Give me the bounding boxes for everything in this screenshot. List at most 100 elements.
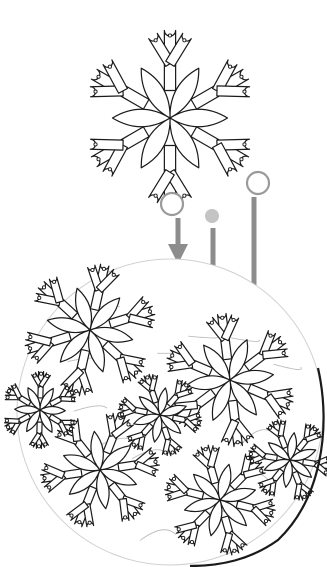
sphere-piece-pin-hole xyxy=(260,483,263,486)
sphere-piece-pin-hole xyxy=(74,390,77,393)
sphere-piece-pin-hole xyxy=(148,310,151,313)
sphere-piece-pin-hole xyxy=(154,460,157,463)
flat-piece-pin-hole xyxy=(228,168,231,171)
sphere-piece-pin-hole xyxy=(247,436,250,439)
sphere-piece-pin-hole xyxy=(124,516,127,519)
sphere-piece-pin-hole xyxy=(177,447,180,450)
sphere-piece-pin-hole xyxy=(139,361,142,364)
sphere-piece-pin-hole xyxy=(13,385,16,388)
sphere-piece-pin-hole xyxy=(196,414,199,417)
sphere-piece-pin-hole xyxy=(233,549,236,552)
sphere-piece-pin-hole xyxy=(6,426,9,429)
flat-piece-pin-hole xyxy=(97,75,100,78)
sphere-piece-pin-hole xyxy=(196,453,199,456)
sphere-piece-pin-hole xyxy=(282,352,285,355)
sphere-piece-pin-hole xyxy=(109,416,112,419)
flat-piece-pin-hole xyxy=(154,39,157,42)
flat-piece-group xyxy=(90,31,249,206)
sphere-piece-pin-hole xyxy=(171,354,174,357)
sphere-piece-pin-hole xyxy=(39,372,42,375)
sphere-piece-pin-hole xyxy=(102,267,105,270)
sphere-piece-pin-hole xyxy=(232,318,235,321)
sphere-piece-pin-hole xyxy=(185,384,188,387)
sphere-piece-pin-hole xyxy=(46,374,49,377)
sphere-piece-pin-hole xyxy=(139,446,142,449)
sphere-piece-pin-hole xyxy=(31,442,34,445)
sphere-piece-pin-hole xyxy=(70,391,73,394)
sphere-piece-pin-hole xyxy=(274,421,277,424)
sphere-piece-pin-hole xyxy=(6,396,9,399)
sphere-piece-pin-hole xyxy=(44,443,47,446)
sphere-piece-pin-hole xyxy=(120,406,123,409)
flat-piece-pin-hole xyxy=(183,194,186,197)
sphere-piece-pin-hole xyxy=(295,496,298,499)
sphere-piece-pin-hole xyxy=(69,427,72,430)
connector-ring-right-top xyxy=(247,172,269,194)
sphere-piece-pin-hole xyxy=(177,528,180,531)
sphere-piece-pin-hole xyxy=(270,492,273,495)
sphere-piece-pin-hole xyxy=(264,489,267,492)
flat-piece-pin-hole xyxy=(243,90,246,93)
sphere-piece-pin-hole xyxy=(197,421,200,424)
sphere-piece-pin-hole xyxy=(287,391,290,394)
sphere-piece-pin-hole xyxy=(42,286,45,289)
sphere-piece-pin-hole xyxy=(88,521,91,524)
sphere-piece-pin-hole xyxy=(250,460,253,463)
sphere-piece-pin-hole xyxy=(223,549,226,552)
sphere-piece-pin-hole xyxy=(139,504,142,507)
flat-piece-pin-hole xyxy=(228,65,231,68)
sphere-piece-pin-hole xyxy=(269,334,272,337)
sphere-piece-pin-hole xyxy=(140,380,143,383)
sphere-piece-pin-hole xyxy=(306,425,309,428)
sphere-piece-pin-hole xyxy=(188,390,191,393)
sphere-piece-pin-hole xyxy=(286,403,289,406)
flat-piece-pin-hole xyxy=(240,75,243,78)
sphere-piece-pin-hole xyxy=(29,335,32,338)
sphere-piece-pin-hole xyxy=(260,469,263,472)
sphere-piece-pin-hole xyxy=(278,341,281,344)
sphere-piece-pin-hole xyxy=(71,421,74,424)
sphere-piece-pin-hole xyxy=(269,502,272,505)
sphere-piece-pin-hole xyxy=(37,445,40,448)
sphere-piece-pin-hole xyxy=(29,347,32,350)
sphere-piece-pin-hole xyxy=(241,544,244,547)
sphere-piece-pin-hole xyxy=(124,377,127,380)
sphere-piece-pin-hole xyxy=(164,451,167,454)
sphere-piece-pin-hole xyxy=(134,371,137,374)
sphere-piece-pin-hole xyxy=(149,451,152,454)
flat-piece-pin-hole xyxy=(94,90,97,93)
sphere-piece-pin-hole xyxy=(221,316,224,319)
flat-piece-pin-hole xyxy=(240,158,243,161)
sphere-piece-pin-hole xyxy=(133,512,136,515)
sphere-piece-pin-hole xyxy=(120,413,123,416)
sphere-piece-pin-hole xyxy=(279,411,282,414)
sphere-piece-pin-hole xyxy=(65,387,68,390)
sphere-piece-pin-hole xyxy=(153,376,156,379)
sphere-piece-pin-hole xyxy=(264,519,267,522)
sphere-piece-pin-hole xyxy=(172,477,175,480)
sphere-piece-pin-hole xyxy=(270,511,273,514)
sphere-piece-pin-hole xyxy=(53,280,56,283)
sphere-piece-pin-hole xyxy=(168,495,171,498)
sphere-piece-pin-hole xyxy=(303,495,306,498)
sphere-piece-pin-hole xyxy=(146,376,149,379)
sphere-piece-pin-hole xyxy=(129,437,132,440)
sphere-piece-pin-hole xyxy=(178,381,181,384)
sphere-piece-pin-hole xyxy=(317,434,320,437)
flat-piece-pin-hole xyxy=(97,158,100,161)
sphere-piece-pin-hole xyxy=(236,441,239,444)
sphere-piece-pin-hole xyxy=(86,388,89,391)
flat-piece-pin-hole xyxy=(243,143,246,146)
assembled-sphere xyxy=(5,259,327,566)
flat-piece-pin-hole xyxy=(108,65,111,68)
connector-dot-mid-top xyxy=(205,209,219,223)
sphere-piece-pin-hole xyxy=(127,423,130,426)
sphere-piece-pin-hole xyxy=(64,432,67,435)
sphere-piece-pin-hole xyxy=(5,419,8,422)
flat-piece-pin-hole xyxy=(108,168,111,171)
sphere-piece-pin-hole xyxy=(58,433,61,436)
sphere-piece-pin-hole xyxy=(78,521,81,524)
sphere-piece-pin-hole xyxy=(70,514,73,517)
sphere-piece-pin-hole xyxy=(38,296,41,299)
flat-piece-pin-hole xyxy=(168,34,171,37)
